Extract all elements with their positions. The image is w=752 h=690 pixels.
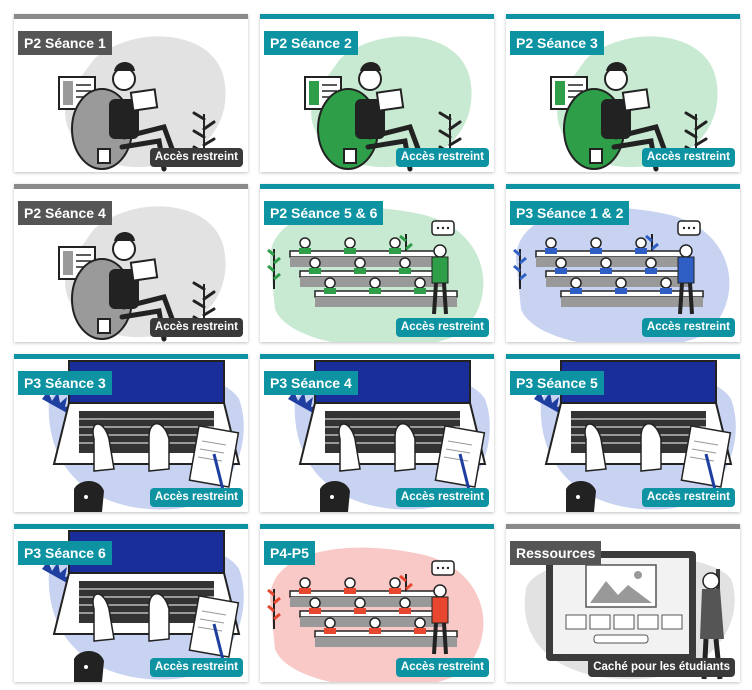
course-card[interactable]: P3 Séance 5 Accès restreint [506,354,740,512]
card-title[interactable]: P3 Séance 6 [18,541,112,565]
course-card[interactable]: P3 Séance 3 Accès restreint [14,354,248,512]
laptop-typing-icon [42,530,244,682]
card-title[interactable]: P2 Séance 5 & 6 [264,201,384,225]
card-top-bar [14,354,248,359]
access-badge: Accès restreint [149,488,243,507]
classroom-icon [267,207,484,342]
card-top-bar [260,14,494,19]
course-card[interactable]: Ressources Caché pour les étudiants [506,524,740,682]
card-title[interactable]: P2 Séance 1 [18,31,112,55]
card-top-bar [14,184,248,189]
laptop-typing-icon [288,360,490,512]
card-top-bar [506,184,740,189]
card-title[interactable]: P3 Séance 1 & 2 [510,201,630,225]
card-title[interactable]: Ressources [510,541,602,565]
card-top-bar [260,524,494,529]
card-title[interactable]: P3 Séance 4 [264,371,358,395]
reading-chair-icon [58,206,226,342]
course-card[interactable]: P3 Séance 4 Accès restreint [260,354,494,512]
card-top-bar [14,524,248,529]
card-title[interactable]: P2 Séance 2 [264,31,358,55]
course-card[interactable]: P3 Séance 1 & 2 Accès restreint [506,184,740,342]
access-badge: Accès restreint [395,488,489,507]
presentation-screen-icon [524,551,735,680]
course-card[interactable]: P3 Séance 6 Accès restreint [14,524,248,682]
access-badge: Accès restreint [395,318,489,337]
laptop-typing-icon [534,360,736,512]
access-badge: Accès restreint [149,658,243,677]
access-badge: Accès restreint [395,148,489,167]
access-badge: Accès restreint [395,658,489,677]
card-top-bar [260,354,494,359]
course-card[interactable]: P2 Séance 4 Accès restreint [14,184,248,342]
card-title[interactable]: P2 Séance 3 [510,31,604,55]
access-badge: Accès restreint [641,318,735,337]
course-grid: P2 Séance 1 Accès restreint P2 Séance 2 … [14,14,740,682]
reading-chair-icon [550,36,718,172]
access-badge: Accès restreint [641,148,735,167]
access-badge: Caché pour les étudiants [588,658,735,677]
card-top-bar [506,14,740,19]
card-title[interactable]: P2 Séance 4 [18,201,112,225]
reading-chair-icon [58,36,226,172]
card-top-bar [14,14,248,19]
reading-chair-icon [304,36,472,172]
course-card[interactable]: P2 Séance 2 Accès restreint [260,14,494,172]
course-card[interactable]: P2 Séance 1 Accès restreint [14,14,248,172]
course-card[interactable]: P2 Séance 5 & 6 Accès restreint [260,184,494,342]
card-top-bar [506,524,740,529]
access-badge: Accès restreint [149,148,243,167]
card-title[interactable]: P3 Séance 5 [510,371,604,395]
classroom-icon [513,207,730,342]
card-title[interactable]: P4-P5 [264,541,315,565]
course-card[interactable]: P2 Séance 3 Accès restreint [506,14,740,172]
card-top-bar [506,354,740,359]
access-badge: Accès restreint [641,488,735,507]
card-top-bar [260,184,494,189]
course-card[interactable]: P4-P5 Accès restreint [260,524,494,682]
classroom-icon [267,547,484,682]
laptop-typing-icon [42,360,244,512]
access-badge: Accès restreint [149,318,243,337]
card-title[interactable]: P3 Séance 3 [18,371,112,395]
